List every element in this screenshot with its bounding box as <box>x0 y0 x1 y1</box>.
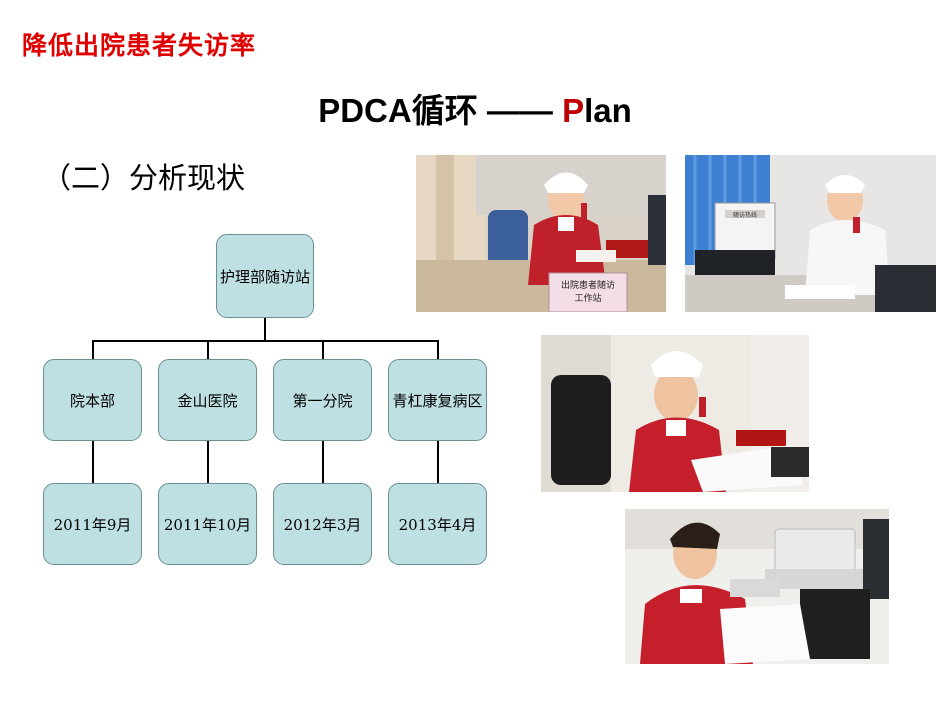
heading-prefix: PDCA循环 —— <box>318 92 563 129</box>
org-branch-node: 青杠康复病区 <box>388 359 487 441</box>
connector-horizontal <box>92 340 438 342</box>
slide-heading: PDCA循环 —— Plan <box>0 84 950 132</box>
org-root-label: 护理部随访站 <box>219 267 310 286</box>
date-label: 2012年3月 <box>283 515 362 534</box>
date-label: 2013年4月 <box>398 515 477 534</box>
connector-branch <box>322 340 324 360</box>
top-title: 降低出院患者失访率 <box>22 31 257 60</box>
branch-label: 青杠康复病区 <box>392 391 483 410</box>
connector-root-down <box>264 318 266 342</box>
org-branch-node: 第一分院 <box>273 359 372 441</box>
photo1-sign-text: 出院患者随访 <box>561 279 615 291</box>
date-label: 2011年9月 <box>53 515 132 534</box>
org-date-node: 2011年10月 <box>158 483 257 565</box>
photo-nurse-followup-station: 出院患者随访 工作站 <box>416 155 666 312</box>
branch-label: 第一分院 <box>292 391 353 410</box>
connector-branch <box>207 340 209 360</box>
heading-plan-initial: P <box>562 92 585 129</box>
branch-label: 金山医院 <box>177 391 238 410</box>
org-branch-node: 院本部 <box>43 359 142 441</box>
photo-nurse-hotline: 随访热线 <box>685 155 936 312</box>
connector-branch <box>437 340 439 360</box>
photo-nurse-printer <box>625 509 889 664</box>
branch-label: 院本部 <box>69 391 115 410</box>
connector-date <box>207 441 209 483</box>
photo-nurse-writing <box>541 335 809 492</box>
org-date-node: 2012年3月 <box>273 483 372 565</box>
heading-plan-rest: lan <box>584 92 632 129</box>
date-label: 2011年10月 <box>163 515 252 534</box>
section-title: （二）分析现状 <box>42 161 246 195</box>
connector-date <box>322 441 324 483</box>
org-date-node: 2011年9月 <box>43 483 142 565</box>
connector-date <box>92 441 94 483</box>
connector-branch <box>92 340 94 360</box>
photo2-sign-text: 随访热线 <box>733 211 757 219</box>
org-root-node: 护理部随访站 <box>216 234 314 318</box>
svg-text:工作站: 工作站 <box>574 292 601 304</box>
org-date-node: 2013年4月 <box>388 483 487 565</box>
connector-date <box>437 441 439 483</box>
org-branch-node: 金山医院 <box>158 359 257 441</box>
